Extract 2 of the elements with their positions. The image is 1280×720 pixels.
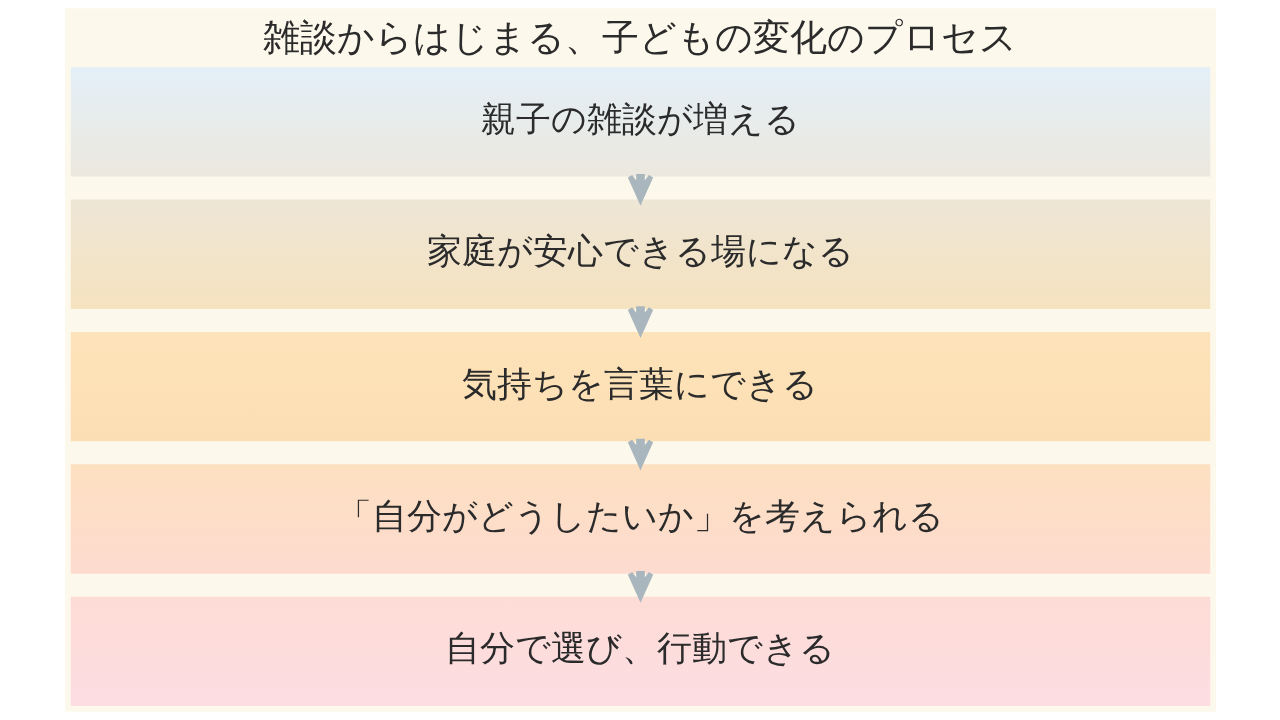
diagram-title: 雑談からはじまる、子どもの変化のプロセス bbox=[263, 14, 1017, 59]
node-box: 自分で選び、行動できる bbox=[70, 596, 1210, 706]
